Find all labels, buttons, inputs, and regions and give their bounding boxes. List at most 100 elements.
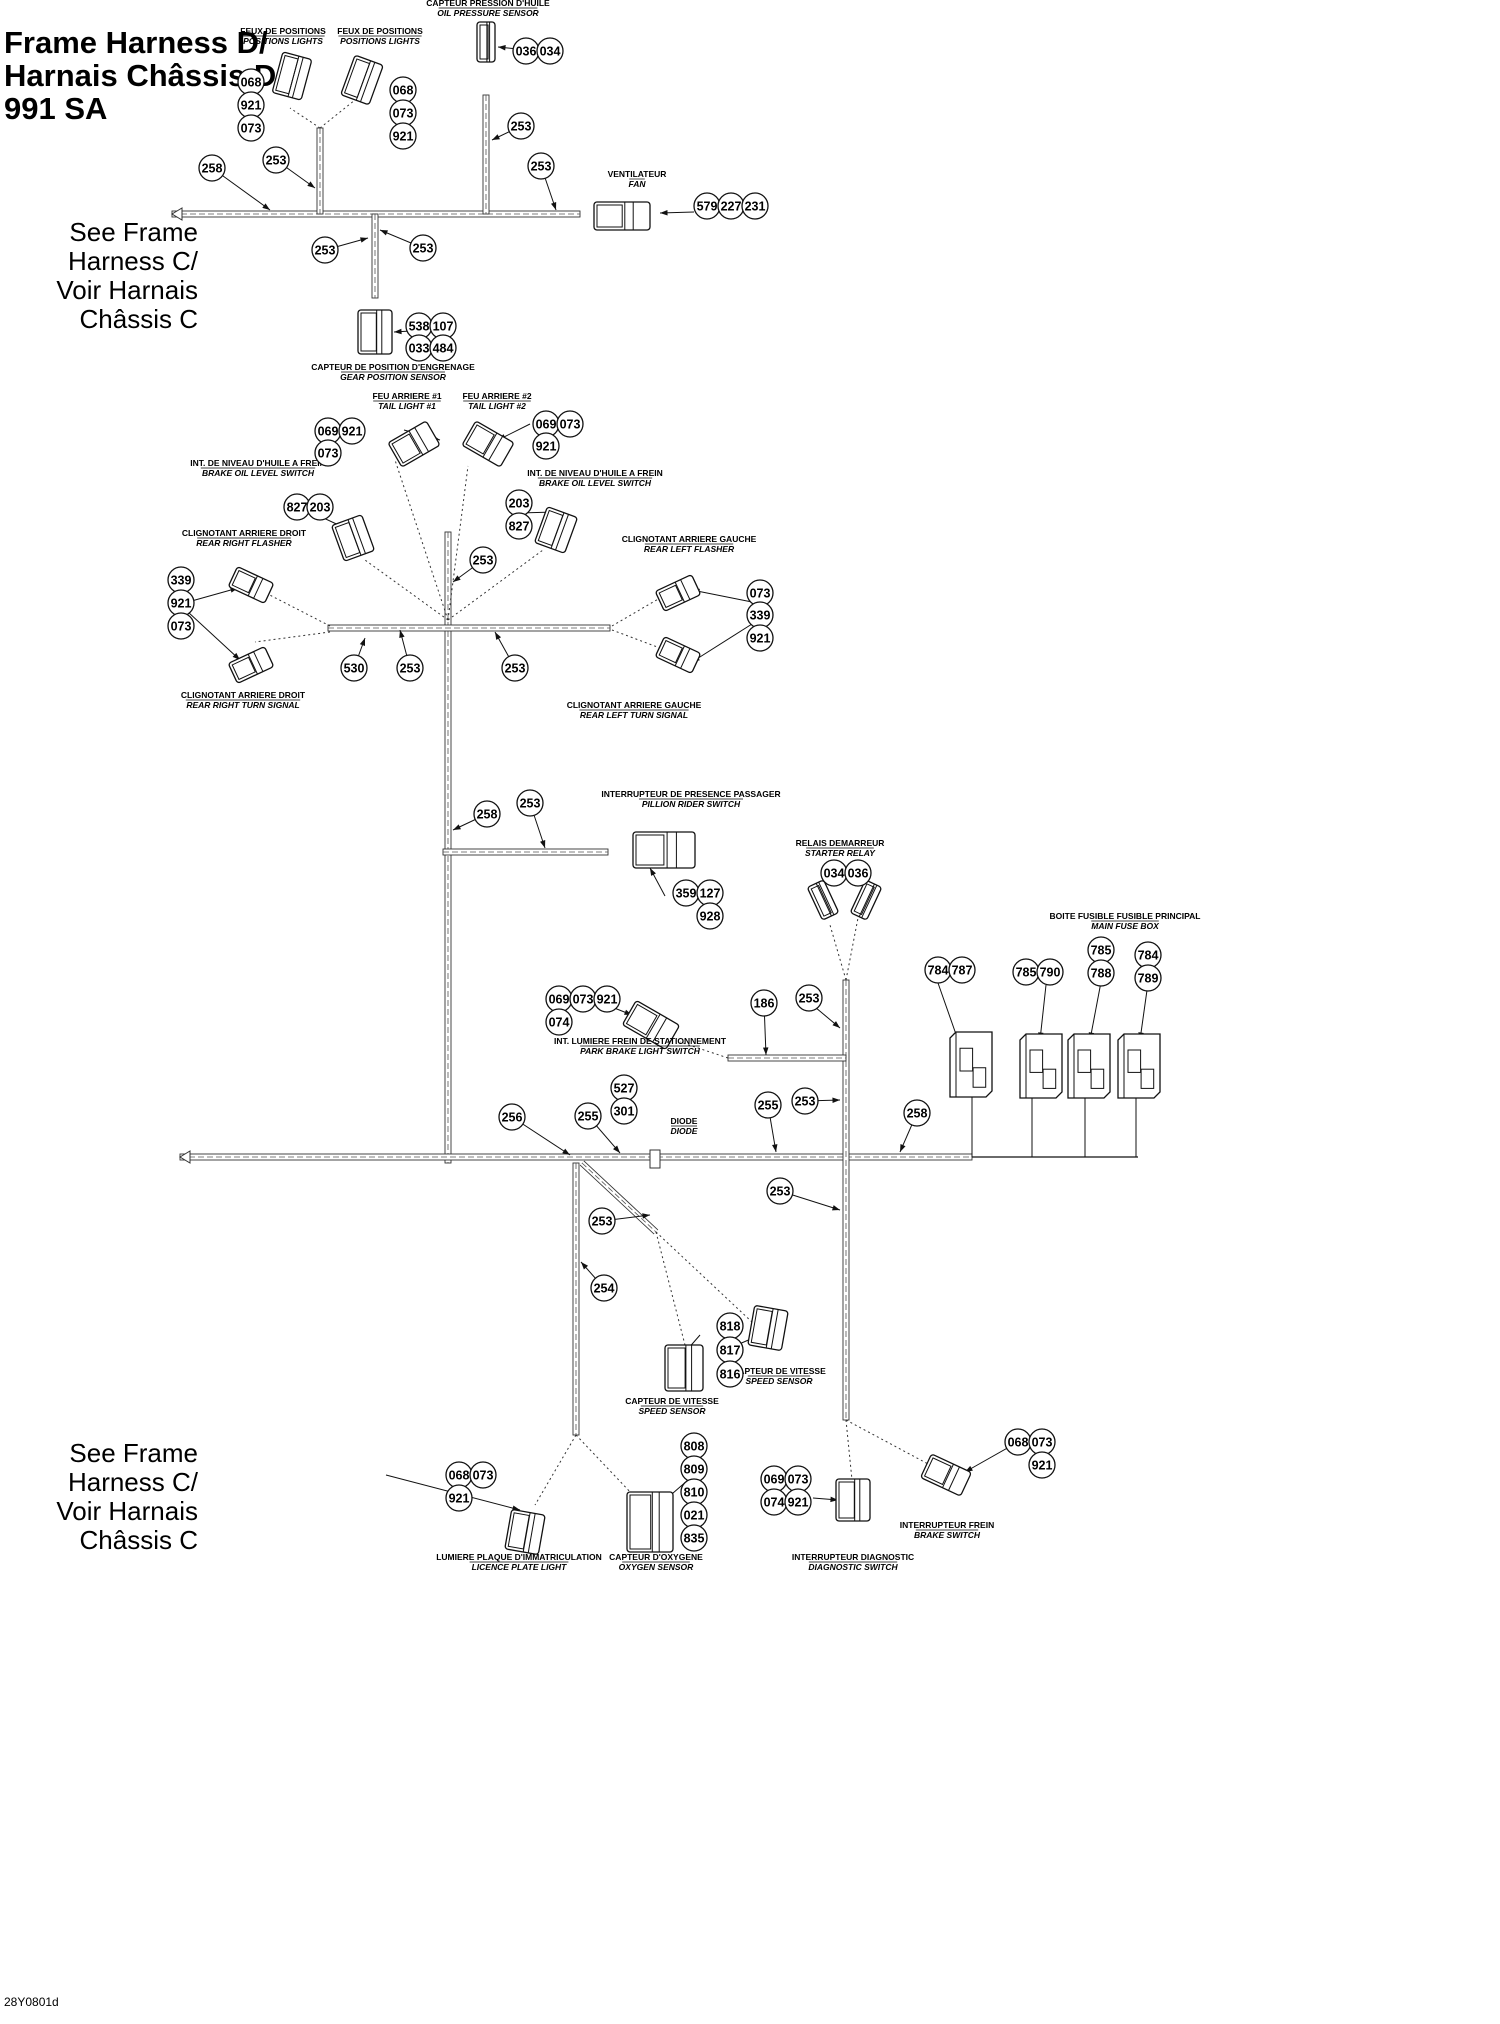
connector-seam bbox=[347, 519, 362, 556]
connector-latch bbox=[231, 656, 256, 681]
component-name-en: BRAKE OIL LEVEL SWITCH bbox=[202, 468, 315, 478]
branch-dotted-line bbox=[575, 1434, 634, 1496]
leader-line bbox=[1089, 981, 1102, 1041]
fuse-box bbox=[1067, 1033, 1111, 1099]
callout-bubble: 808 bbox=[680, 1432, 708, 1460]
callout-number: 921 bbox=[241, 99, 262, 113]
leader-arrowhead bbox=[399, 630, 405, 638]
leader-arrowhead bbox=[394, 328, 402, 335]
component-name-fr: CAPTEUR PRESSION D'HUILE bbox=[426, 0, 550, 8]
leader-line bbox=[1139, 982, 1149, 1041]
callout-number: 256 bbox=[502, 1111, 523, 1125]
callout-number: 073 bbox=[171, 620, 192, 634]
callout-circle bbox=[306, 493, 334, 521]
reference-line: Voir Harnais bbox=[56, 275, 198, 305]
leader-line bbox=[691, 623, 753, 663]
fuse-box-slot bbox=[1042, 1068, 1057, 1089]
callout-bubble: 253 bbox=[588, 1207, 616, 1235]
connector-latch bbox=[625, 1003, 658, 1036]
callout-bubble: 921 bbox=[445, 1484, 473, 1512]
callout-number: 073 bbox=[750, 587, 771, 601]
callout-number: 253 bbox=[520, 797, 541, 811]
leader-lines bbox=[187, 45, 1149, 1511]
leader-arrowhead bbox=[650, 868, 656, 876]
connector bbox=[228, 646, 274, 684]
callout-number: 203 bbox=[310, 501, 331, 515]
callout-bubble: 034 bbox=[536, 37, 564, 65]
connector-latch bbox=[596, 204, 623, 228]
callout-number: 809 bbox=[684, 1463, 705, 1477]
reference-line: Harness C/ bbox=[67, 1467, 198, 1497]
callout-number: 921 bbox=[750, 632, 771, 646]
connector-seam bbox=[287, 55, 300, 97]
component-name-en: POSITIONS LIGHTS bbox=[243, 36, 323, 46]
component-name-fr: INTERRUPTEUR DIAGNOSTIC bbox=[792, 1552, 914, 1562]
connector bbox=[920, 1454, 972, 1496]
branch-dotted-line bbox=[655, 1231, 686, 1346]
callout-number: 036 bbox=[848, 867, 869, 881]
callout-bubble: 784 bbox=[924, 956, 952, 984]
callout-bubble: 073 bbox=[167, 612, 195, 640]
component-name-fr: FEUX DE POSITIONS bbox=[337, 26, 423, 36]
connector-seam bbox=[359, 62, 376, 102]
connector-seam bbox=[861, 884, 878, 919]
callout-bubble: 527 bbox=[610, 1074, 638, 1102]
connector-latch bbox=[635, 834, 665, 866]
callout-bubble: 069 bbox=[760, 1465, 788, 1493]
callout-number: 069 bbox=[764, 1473, 785, 1487]
callout-bubble: 073 bbox=[389, 99, 417, 127]
connector bbox=[272, 51, 312, 101]
callout-number: 253 bbox=[531, 160, 552, 174]
callout-bubble: 073 bbox=[569, 985, 597, 1013]
callout-bubble: 339 bbox=[167, 566, 195, 594]
component-name-en: PILLION RIDER SWITCH bbox=[642, 799, 741, 809]
component-name-fr: FEUX DE POSITIONS bbox=[240, 26, 326, 36]
callout-number: 034 bbox=[540, 45, 561, 59]
callout-circle bbox=[746, 624, 774, 652]
component-label: INT. LUMIERE FREIN DE STATIONNEMENTPARK … bbox=[554, 1036, 727, 1056]
connector-seam bbox=[818, 881, 835, 916]
callout-bubble: 785 bbox=[1012, 958, 1040, 986]
callout-bubble: 033 bbox=[405, 334, 433, 362]
callout-circle bbox=[795, 984, 823, 1012]
fuse-box-slot bbox=[1140, 1068, 1155, 1089]
leader-arrowhead bbox=[540, 840, 546, 848]
leader-arrowhead bbox=[581, 1262, 589, 1270]
callout-number: 784 bbox=[1138, 949, 1159, 963]
callout-number: 785 bbox=[1091, 944, 1112, 958]
callout-circle bbox=[741, 192, 769, 220]
leader-arrowhead bbox=[832, 1021, 840, 1028]
connector-seam bbox=[674, 645, 685, 667]
callout-bubble: 253 bbox=[396, 654, 424, 682]
callout-number: 835 bbox=[684, 1532, 705, 1546]
callout-number: 073 bbox=[393, 107, 414, 121]
branch-dotted-line bbox=[364, 559, 449, 621]
callout-number: 255 bbox=[758, 1099, 779, 1113]
fuse-box-slot bbox=[1090, 1068, 1105, 1089]
connector bbox=[807, 880, 839, 920]
connector bbox=[747, 1305, 789, 1351]
callout-bubble: 827 bbox=[505, 512, 533, 540]
callout-circle bbox=[1087, 959, 1115, 987]
callout-bubble: 253 bbox=[311, 236, 339, 264]
callout-bubble: 073 bbox=[469, 1461, 497, 1489]
callout-circle bbox=[527, 152, 555, 180]
harness-end-arrow bbox=[179, 1150, 191, 1164]
component-name-fr: INT. LUMIERE FREIN DE STATIONNEMENT bbox=[554, 1036, 727, 1046]
callout-bubble: 258 bbox=[473, 800, 501, 828]
callout-bubble: 817 bbox=[716, 1336, 744, 1364]
leader-line bbox=[187, 587, 239, 603]
dotted-connection-lines bbox=[254, 99, 931, 1506]
callout-bubble: 301 bbox=[610, 1097, 638, 1125]
leader-arrowhead bbox=[562, 1148, 570, 1155]
connector-seam bbox=[522, 1512, 531, 1553]
callout-number: 074 bbox=[549, 1016, 570, 1030]
reference-line: Harness C/ bbox=[67, 246, 198, 276]
title-line-2: Harnais Châssis D bbox=[4, 58, 277, 93]
